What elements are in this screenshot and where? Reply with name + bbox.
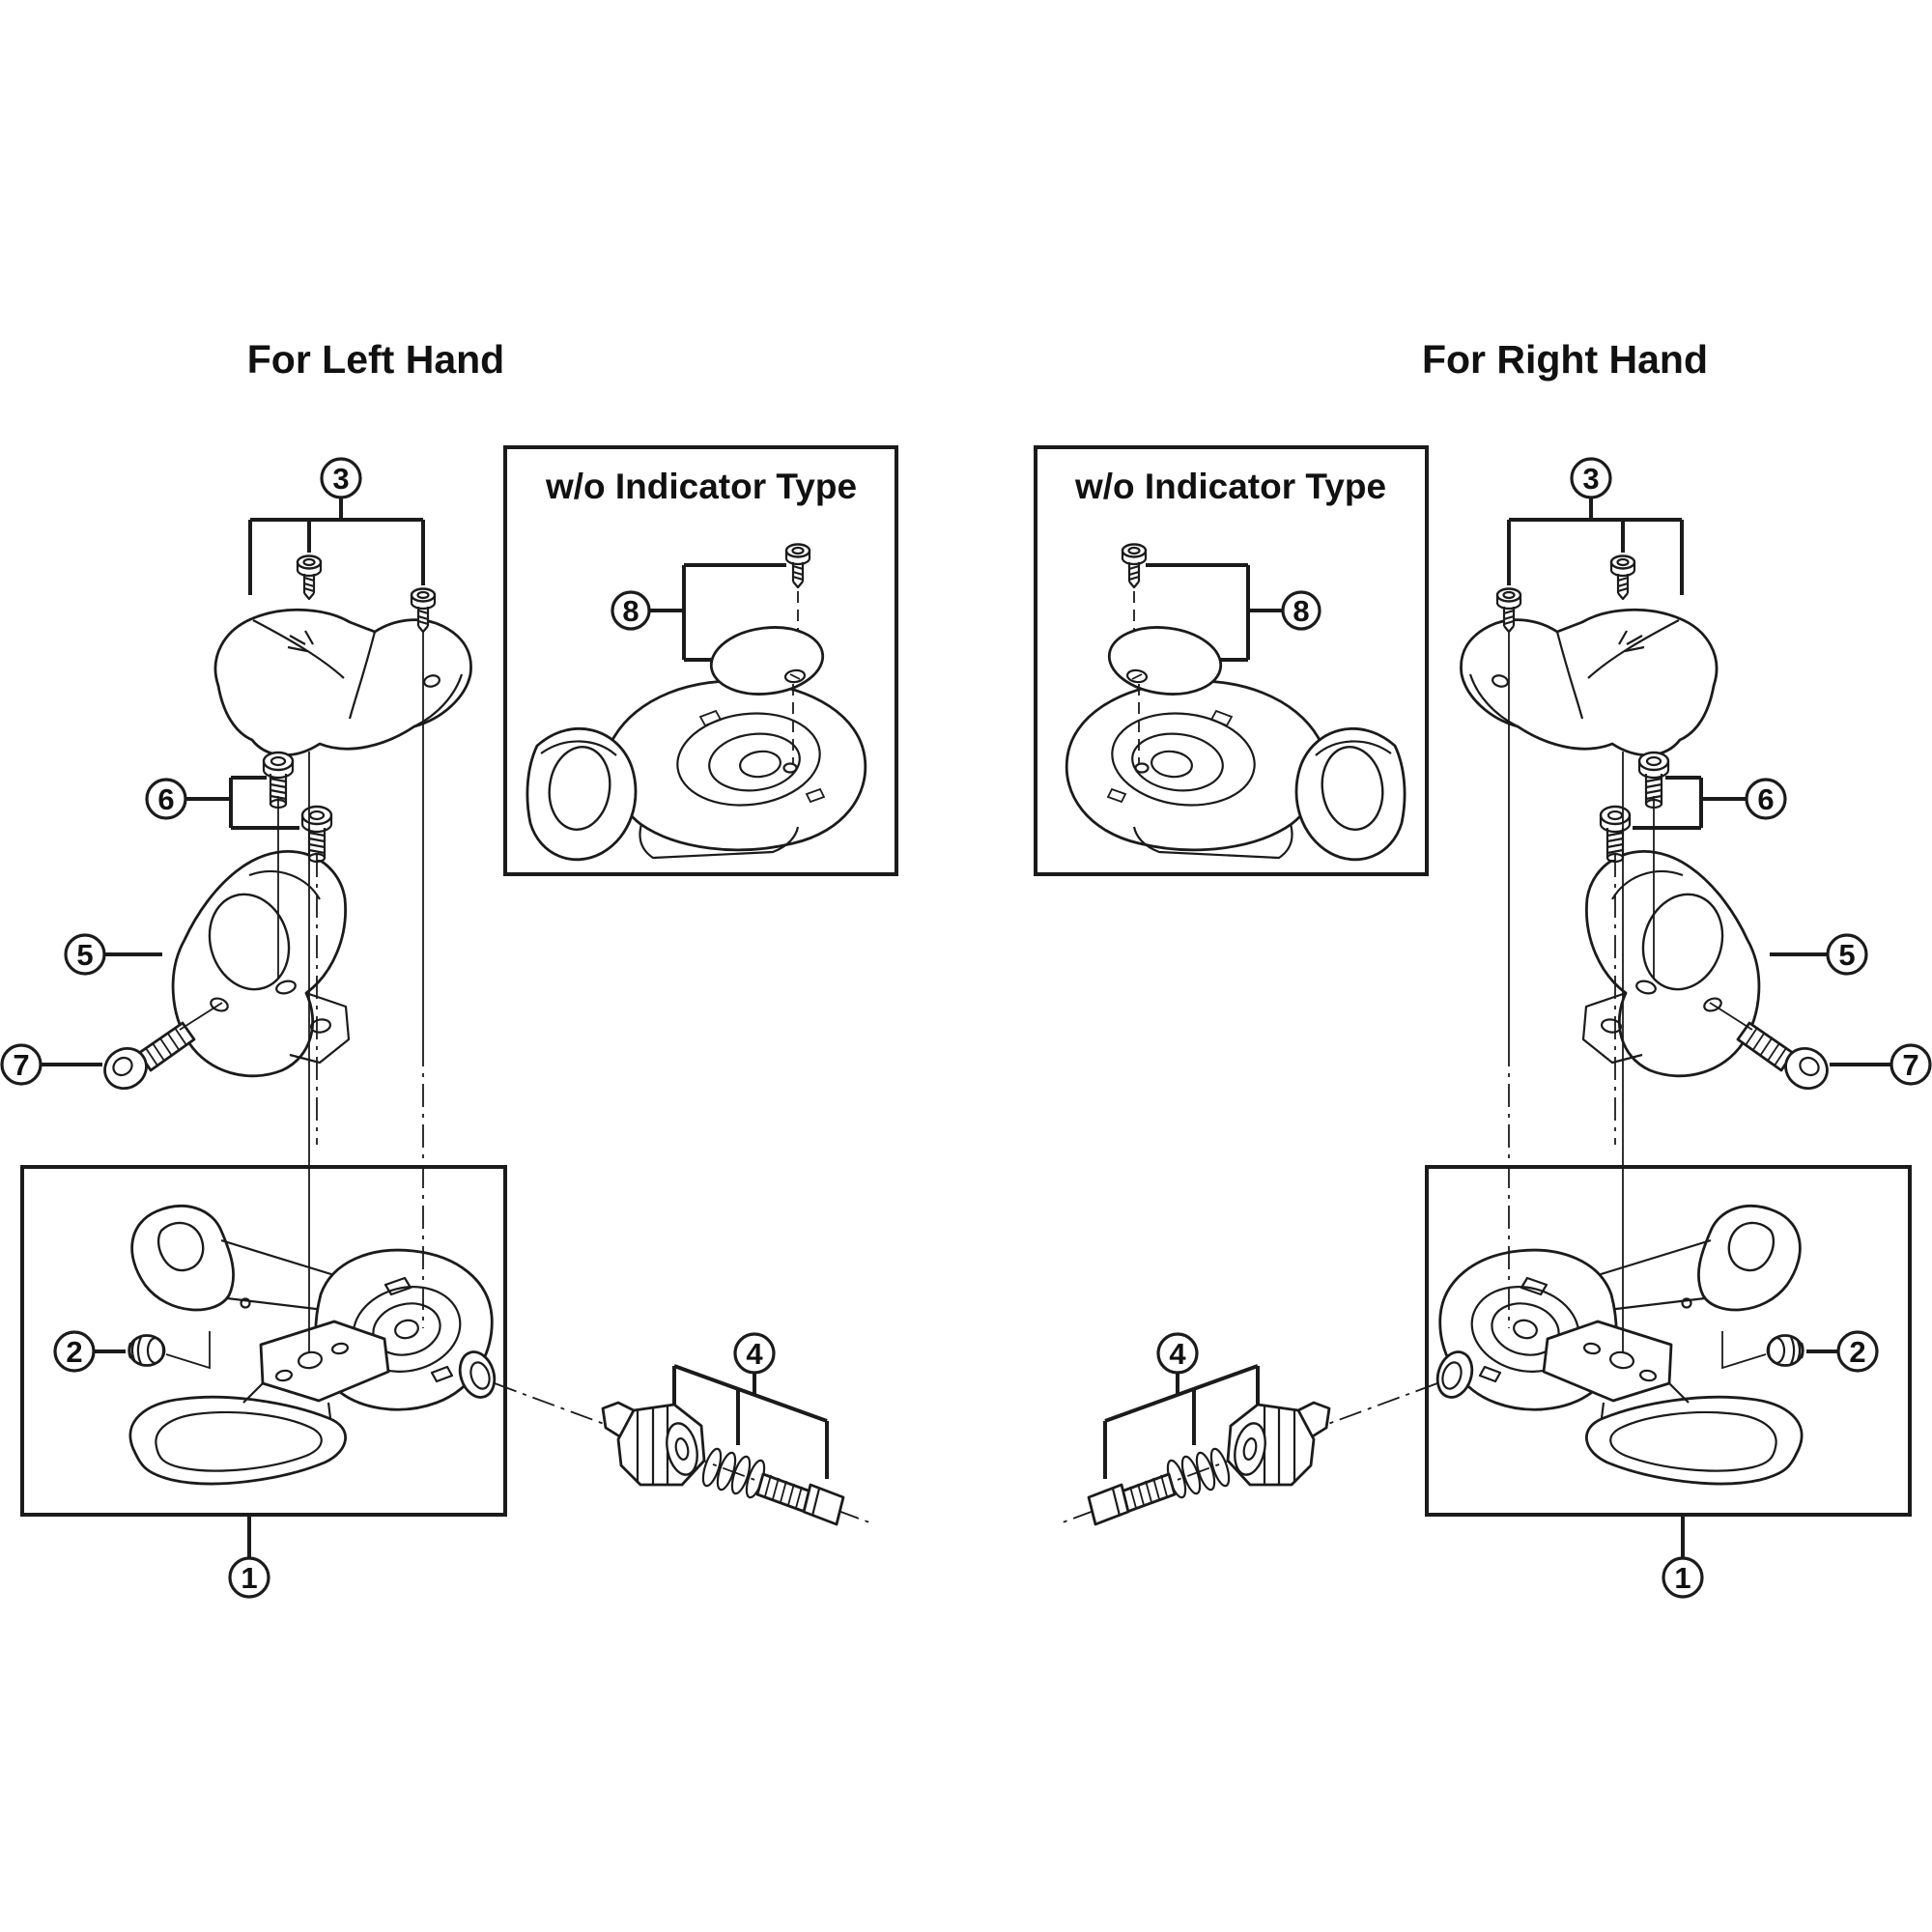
svg-text:8: 8 (622, 594, 639, 628)
callout-right-1: 1 (1662, 1556, 1704, 1599)
right-inset-title: w/o Indicator Type (1074, 467, 1386, 506)
svg-text:4: 4 (1169, 1337, 1186, 1371)
callout-right-4: 4 (1156, 1332, 1199, 1375)
callout-left-8: 8 (611, 590, 651, 631)
callout-left-2: 2 (53, 1330, 96, 1373)
svg-text:7: 7 (13, 1048, 29, 1082)
callout-right-5: 5 (1826, 933, 1868, 976)
left-hand-assembly-art (22, 447, 896, 1557)
svg-text:1: 1 (241, 1561, 257, 1595)
svg-text:5: 5 (1838, 938, 1855, 972)
left-inset-title: w/o Indicator Type (545, 467, 857, 506)
callout-right-2: 2 (1836, 1330, 1879, 1373)
svg-text:7: 7 (1902, 1048, 1918, 1082)
svg-text:2: 2 (66, 1335, 82, 1369)
callout-right-7: 7 (1889, 1043, 1932, 1086)
callout-left-3: 3 (320, 457, 362, 499)
svg-text:8: 8 (1293, 594, 1309, 628)
svg-text:4: 4 (746, 1337, 763, 1371)
svg-text:3: 3 (332, 462, 349, 496)
svg-text:3: 3 (1582, 462, 1599, 496)
left-title: For Left Hand (247, 337, 504, 382)
right-hand-assembly-art (1036, 447, 1910, 1557)
callout-left-1: 1 (228, 1556, 270, 1599)
svg-text:2: 2 (1849, 1335, 1865, 1369)
callout-right-6: 6 (1745, 778, 1787, 820)
callout-left-5: 5 (64, 933, 106, 976)
svg-text:1: 1 (1674, 1561, 1690, 1595)
callout-right-3: 3 (1570, 457, 1612, 499)
svg-text:5: 5 (76, 938, 93, 972)
svg-text:6: 6 (157, 782, 174, 816)
callout-right-8: 8 (1281, 590, 1321, 631)
right-title: For Right Hand (1422, 337, 1708, 382)
callout-left-7: 7 (0, 1043, 43, 1086)
callout-left-4: 4 (733, 1332, 776, 1375)
svg-text:6: 6 (1757, 782, 1774, 816)
callout-left-6: 6 (145, 778, 187, 820)
